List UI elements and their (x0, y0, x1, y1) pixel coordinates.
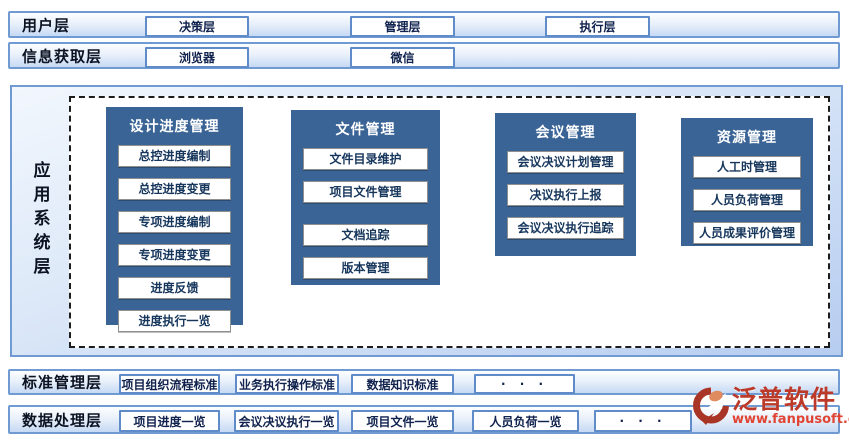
module-item-button[interactable]: 决议执行上报 (507, 184, 624, 206)
module-column-0: 设计进度管理总控进度编制总控进度变更专项进度编制专项进度变更进度反馈进度执行一览 (106, 107, 243, 332)
module-item-button[interactable]: 会议决议执行追踪 (507, 217, 624, 239)
standard-button-3[interactable]: · · · (474, 374, 575, 394)
data-button-2[interactable]: 项目文件一览 (351, 410, 454, 432)
standard-button-0[interactable]: 项目组织流程标准 (119, 374, 220, 394)
module-column-2: 会议管理会议决议计划管理决议执行上报会议决议执行追踪 (495, 113, 636, 256)
module-item-button[interactable]: 专项进度编制 (118, 211, 231, 233)
module-item-button[interactable]: 进度反馈 (118, 277, 231, 299)
layer-row-user: 用户层 决策层 管理层 执行层 (8, 11, 840, 38)
standard-button-2[interactable]: 数据知识标准 (351, 374, 454, 394)
module-item-button[interactable]: 文件目录维护 (303, 148, 428, 170)
layer-row-info: 信息获取层 浏览器 微信 (8, 42, 840, 69)
layer-label-info: 信息获取层 (22, 47, 103, 65)
standard-button-1[interactable]: 业务执行操作标准 (235, 374, 339, 394)
module-item-button[interactable]: 总控进度变更 (118, 178, 231, 200)
user-button-2[interactable]: 执行层 (545, 16, 650, 37)
layer-label-data: 数据处理层 (22, 411, 103, 429)
data-button-0[interactable]: 项目进度一览 (119, 410, 220, 432)
info-button-0[interactable]: 浏览器 (145, 47, 249, 68)
logo-url: www.fanpusoft.com (732, 412, 849, 427)
data-button-4[interactable]: · · · (594, 410, 692, 432)
module-item-button[interactable]: 进度执行一览 (118, 310, 231, 332)
fanpu-logo-text: 泛普软件 www.fanpusoft.com (732, 387, 849, 427)
module-item-button[interactable]: 项目文件管理 (303, 181, 428, 203)
layer-label-app: 应用系统层 (29, 161, 50, 281)
module-title: 会议管理 (535, 125, 596, 141)
user-button-1[interactable]: 管理层 (350, 16, 455, 37)
module-item-button[interactable]: 专项进度变更 (118, 244, 231, 266)
module-item-button[interactable]: 人员成果评价管理 (693, 222, 801, 244)
data-button-1[interactable]: 会议决议执行一览 (234, 410, 339, 432)
user-button-0[interactable]: 决策层 (145, 16, 249, 37)
module-item-button[interactable]: 人工时管理 (693, 156, 801, 178)
info-button-1[interactable]: 微信 (350, 47, 455, 68)
module-title: 设计进度管理 (129, 119, 220, 135)
module-column-3: 资源管理人工时管理人员负荷管理人员成果评价管理 (681, 118, 813, 246)
app-system-layer-panel: 应用系统层 设计进度管理总控进度编制总控进度变更专项进度编制专项进度变更进度反馈… (10, 85, 843, 357)
module-item-button[interactable]: 会议决议计划管理 (507, 151, 624, 173)
fanpu-logo-icon (693, 387, 729, 425)
module-item-button[interactable]: 文档追踪 (303, 224, 428, 246)
module-item-button[interactable]: 总控进度编制 (118, 145, 231, 167)
module-item-button[interactable]: 人员负荷管理 (693, 189, 801, 211)
module-title: 文件管理 (335, 122, 396, 138)
data-button-3[interactable]: 人员负荷一览 (472, 410, 579, 432)
layer-label-user: 用户层 (22, 16, 71, 34)
fanpu-logo: 泛普软件 www.fanpusoft.com (692, 387, 849, 427)
logo-title: 泛普软件 (732, 385, 837, 414)
module-title: 资源管理 (717, 130, 777, 146)
layer-label-standard: 标准管理层 (22, 373, 103, 392)
app-modules-area: 设计进度管理总控进度编制总控进度变更专项进度编制专项进度变更进度反馈进度执行一览… (69, 96, 830, 348)
module-item-button[interactable]: 版本管理 (303, 257, 428, 279)
module-column-1: 文件管理文件目录维护项目文件管理文档追踪版本管理 (291, 110, 440, 285)
